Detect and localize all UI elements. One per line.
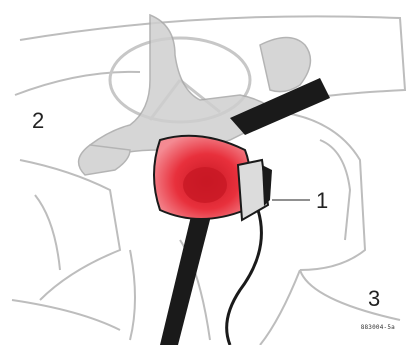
callout-2: 2 — [32, 110, 44, 132]
airbag — [154, 136, 250, 219]
callout-1: 1 — [316, 190, 328, 212]
airbag-module — [238, 160, 272, 220]
callout-3: 3 — [368, 288, 380, 310]
charging-cable — [227, 210, 262, 345]
reference-code: 883004-5a — [361, 324, 395, 331]
